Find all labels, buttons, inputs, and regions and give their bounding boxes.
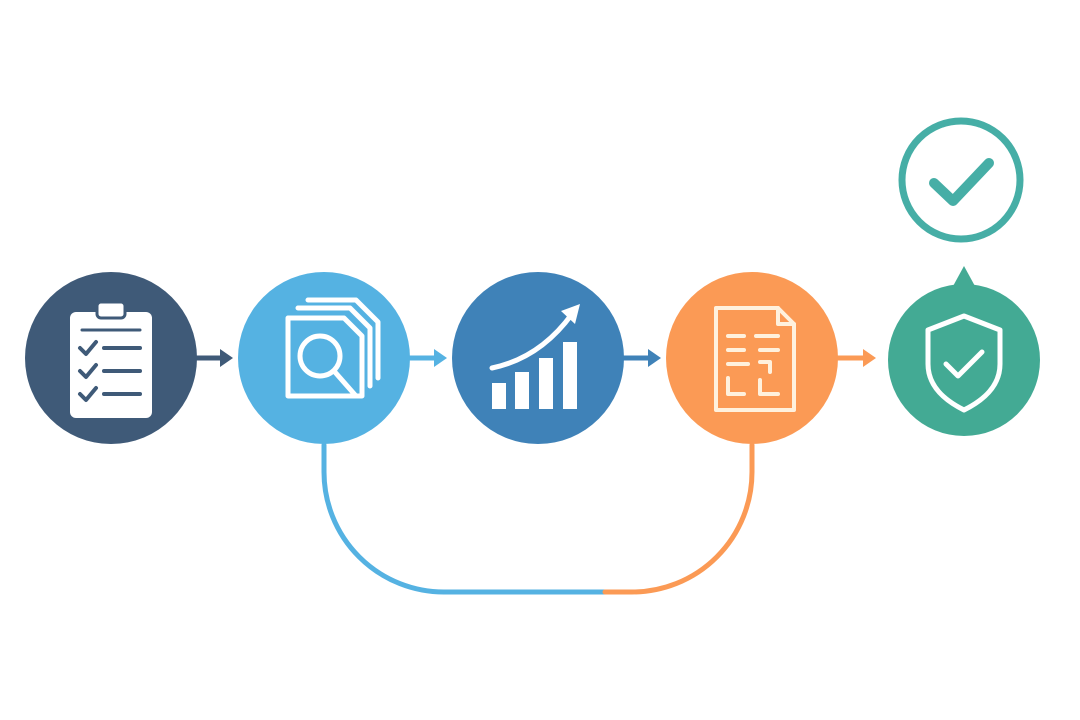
step-security xyxy=(888,266,1040,436)
step-growth xyxy=(452,272,624,444)
step-growth-circle xyxy=(452,272,624,444)
shield-check-icon xyxy=(925,313,1003,413)
arrow-4 xyxy=(835,349,876,367)
feedback-loop-blue xyxy=(321,442,608,595)
clipboard-checklist-icon xyxy=(70,300,152,418)
security-pointer xyxy=(952,266,976,288)
arrow-2 xyxy=(407,349,447,367)
step-document xyxy=(666,272,838,444)
arrow-1 xyxy=(194,349,233,367)
document-search-icon xyxy=(285,297,381,399)
approval-ring xyxy=(898,117,1024,243)
step-review xyxy=(238,272,410,444)
step-security-circle xyxy=(888,284,1040,436)
growth-chart-icon xyxy=(489,304,580,409)
step-review-circle xyxy=(238,272,410,444)
arrow-3 xyxy=(620,349,661,367)
approval-badge xyxy=(898,117,1024,243)
step-checklist xyxy=(25,272,197,444)
document-icon xyxy=(714,306,796,412)
checkmark-circle-icon xyxy=(929,158,994,206)
feedback-loop-orange xyxy=(602,442,755,595)
step-document-circle xyxy=(666,272,838,444)
